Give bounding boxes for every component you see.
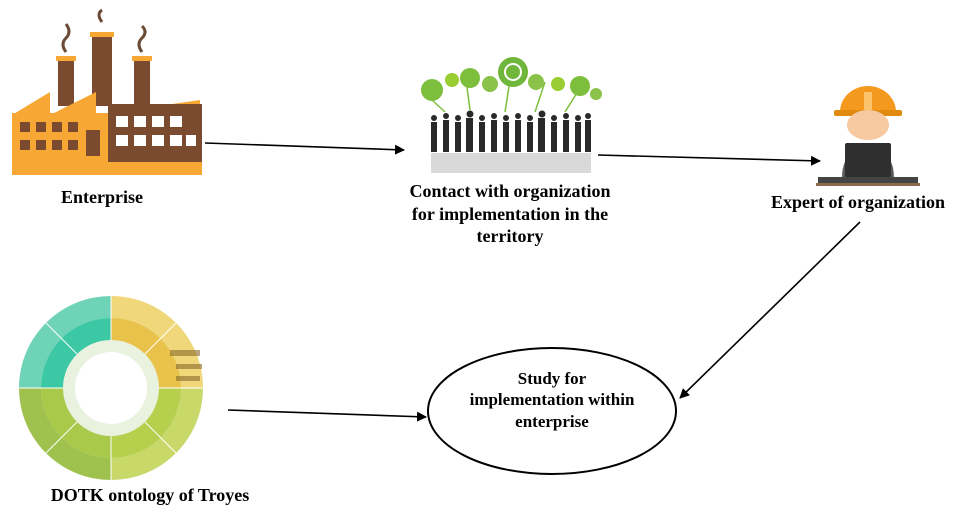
engineer-laptop-icon (816, 86, 920, 186)
contact-label-line2: for implementation in the (411, 203, 609, 224)
dotk-label: DOTK ontology of Troyes (50, 485, 250, 505)
factory-icon (12, 8, 202, 175)
contact-label-line1: Contact with organization (409, 181, 611, 201)
arrow-expert-to-study (679, 221, 861, 399)
contact-label: Contact with organization for implementa… (360, 180, 660, 248)
study-label: Study for implementation within enterpri… (432, 368, 672, 432)
study-label-line2: implementation within (469, 390, 635, 410)
sunburst-ontology-icon (19, 296, 203, 480)
enterprise-label: Enterprise (61, 187, 143, 207)
arrow-contact-to-expert (597, 154, 821, 166)
arrow-dotk-to-study (227, 409, 427, 422)
arrow-enterprise-to-contact (204, 142, 405, 155)
business-people-eco-icon (421, 57, 602, 173)
study-ellipse (427, 347, 677, 475)
expert-label: Expert of organization (771, 192, 945, 212)
contact-label-line3: territory (476, 226, 544, 246)
study-label-line1: Study for (517, 369, 587, 388)
study-label-line3: enterprise (515, 411, 589, 431)
